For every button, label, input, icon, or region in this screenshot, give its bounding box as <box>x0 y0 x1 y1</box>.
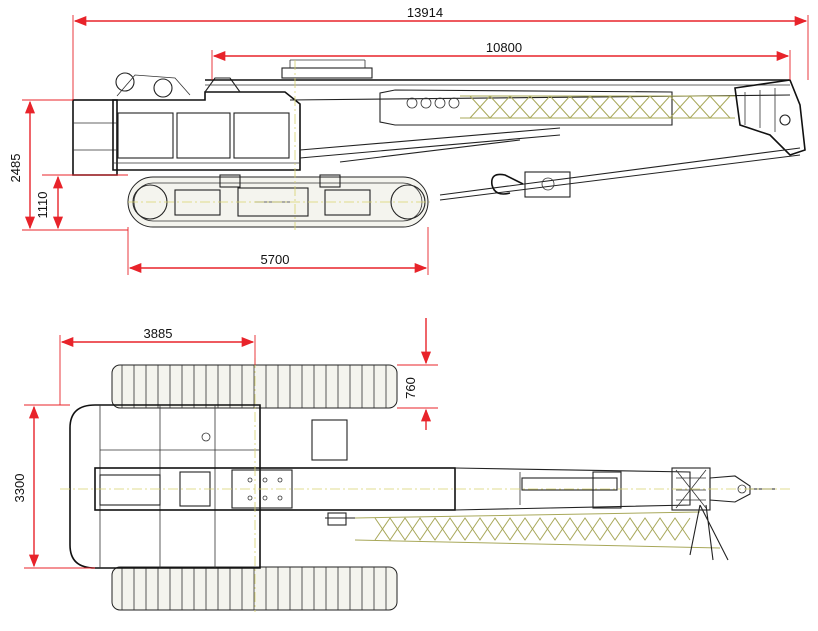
top-view <box>60 358 790 612</box>
cab-top-view <box>311 419 348 461</box>
hook-block <box>524 171 571 198</box>
side-panel-3 <box>233 112 290 159</box>
lattice-jib <box>460 95 735 119</box>
side-track <box>127 174 429 228</box>
side-panel-1 <box>117 112 174 159</box>
winch-drum <box>115 72 135 92</box>
boom-top-view <box>94 467 456 511</box>
track-length-label: 5700 <box>261 252 290 267</box>
overall-length-label: 13914 <box>407 5 443 20</box>
rear-sheave <box>153 78 173 98</box>
overall-width-label: 3300 <box>12 474 27 503</box>
lattice-jib-top <box>325 504 729 561</box>
side-view <box>72 59 806 230</box>
clearance-label: 1110 <box>35 192 50 219</box>
boom-tip-section <box>454 467 691 511</box>
house-body <box>112 91 301 171</box>
top-track-upper <box>111 364 398 409</box>
top-dimensions: 3885 760 3300 <box>12 318 438 569</box>
boom-box-section <box>379 89 673 126</box>
side-panel-2 <box>176 112 231 159</box>
boom-head <box>734 79 806 156</box>
hook-arm <box>439 147 801 196</box>
boom-head-top <box>671 467 775 511</box>
total-height-label: 2485 <box>8 154 23 183</box>
luffing-cylinder <box>299 127 561 151</box>
top-track-lower <box>111 566 398 611</box>
counterweight <box>72 99 118 176</box>
track-width-label: 760 <box>403 377 418 399</box>
side-dimensions: 13914 10800 2485 1110 5700 <box>8 5 809 275</box>
top-deck <box>281 67 373 79</box>
boom-length-label: 10800 <box>486 40 522 55</box>
hook <box>490 173 524 195</box>
tail-length-label: 3885 <box>144 326 173 341</box>
